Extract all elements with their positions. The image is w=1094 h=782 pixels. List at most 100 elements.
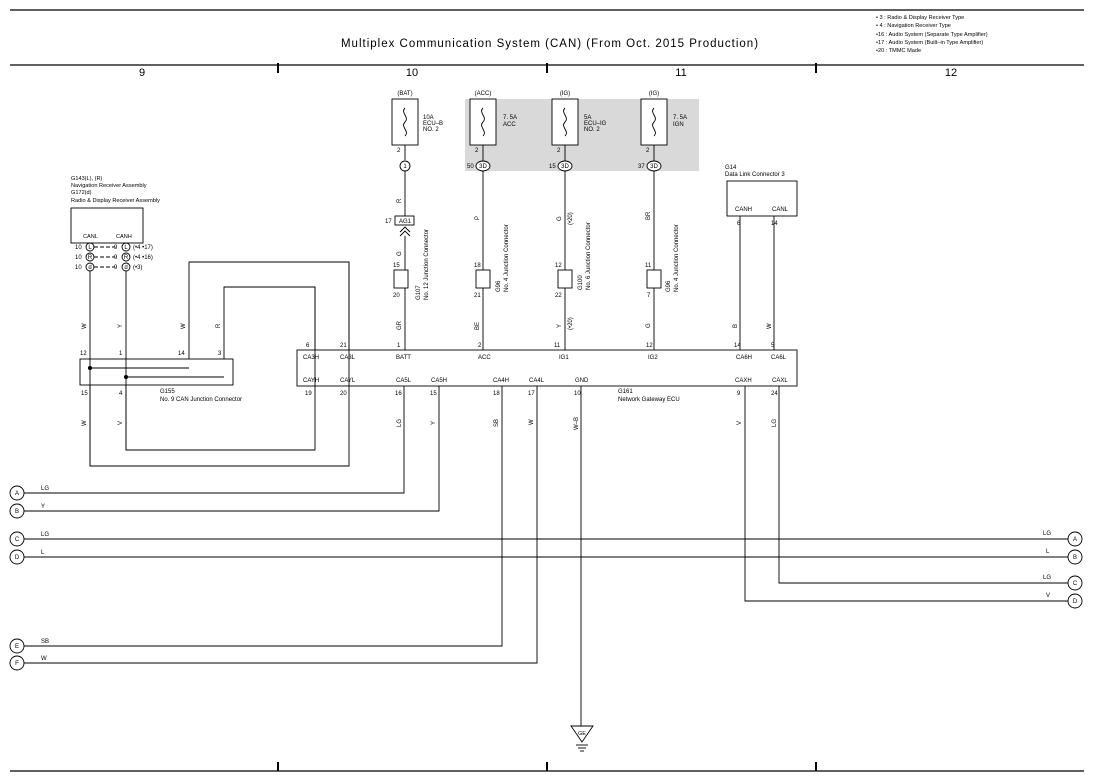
- svg-text:Y: Y: [431, 421, 437, 425]
- wire-labels-lower: W V LG Y SB W W–B V LG: [82, 417, 778, 430]
- svg-text:LG: LG: [397, 419, 403, 427]
- svg-text:2: 2: [478, 343, 482, 349]
- svg-text:No. 9 CAN Junction Connector: No. 9 CAN Junction Connector: [160, 397, 242, 403]
- svg-text:CANH: CANH: [735, 207, 752, 213]
- svg-text:CA4L: CA4L: [529, 378, 545, 384]
- svg-text:No. 6 Junction Connector: No. 6 Junction Connector: [586, 222, 592, 290]
- receiver-pin-row: 10 L 9 L (•4 •17): [75, 242, 153, 252]
- svg-text:W: W: [181, 323, 187, 329]
- svg-text:37: 37: [638, 164, 645, 170]
- note-line: •16 : Audio System (Separate Type Amplif…: [876, 31, 988, 38]
- svg-text:CA3L: CA3L: [340, 355, 356, 361]
- svg-text:CA6H: CA6H: [736, 355, 752, 361]
- svg-text:14: 14: [178, 351, 185, 357]
- svg-text:L: L: [124, 245, 128, 251]
- svg-text:V: V: [118, 421, 124, 425]
- svg-text:CANL: CANL: [83, 234, 98, 240]
- svg-text:CANH: CANH: [116, 234, 132, 240]
- svg-text:22: 22: [555, 293, 562, 299]
- svg-text:10A: 10A: [423, 115, 434, 121]
- svg-text:IG2: IG2: [648, 355, 658, 361]
- svg-text:12: 12: [555, 263, 562, 269]
- receiver-pin-row: 10 R 9 R (•4 •16): [75, 252, 153, 262]
- junction-g96-b: 11 7 G96 No. 4 Junction Connector: [645, 224, 680, 299]
- connector-d-left: DL: [9, 549, 45, 565]
- svg-text:4: 4: [119, 391, 123, 397]
- svg-text:21: 21: [340, 343, 347, 349]
- svg-text:CA3H: CA3H: [303, 355, 319, 361]
- svg-text:W: W: [82, 323, 88, 329]
- svg-text:A: A: [15, 491, 19, 497]
- svg-text:(IG): (IG): [649, 91, 659, 97]
- svg-text:50: 50: [467, 164, 474, 170]
- svg-text:G172(d): G172(d): [71, 190, 92, 196]
- svg-text:7. 5A: 7. 5A: [503, 115, 517, 121]
- svg-text:14: 14: [734, 343, 741, 349]
- svg-text:SB: SB: [41, 639, 49, 645]
- svg-text:G107: G107: [416, 285, 422, 300]
- svg-text:21: 21: [474, 293, 481, 299]
- svg-text:G143(L), (R): G143(L), (R): [71, 176, 103, 182]
- svg-text:CAYH: CAYH: [303, 378, 319, 384]
- svg-text:No. 4 Junction Connector: No. 4 Junction Connector: [504, 224, 510, 292]
- svg-text:10: 10: [75, 245, 82, 251]
- svg-text:LG: LG: [1043, 531, 1051, 537]
- svg-text:G155: G155: [160, 389, 175, 395]
- svg-text:(•20): (•20): [568, 212, 574, 225]
- svg-text:R: R: [124, 255, 129, 261]
- svg-text:G: G: [397, 251, 403, 256]
- svg-text:3D: 3D: [561, 164, 569, 170]
- svg-text:3: 3: [218, 351, 222, 357]
- svg-text:G100: G100: [578, 275, 584, 290]
- svg-text:12: 12: [80, 351, 87, 357]
- svg-text:2: 2: [397, 148, 401, 154]
- svg-text:CAXL: CAXL: [772, 378, 788, 384]
- svg-text:AG1: AG1: [399, 219, 412, 225]
- grid-col-12: 12: [945, 67, 957, 79]
- svg-text:3D: 3D: [650, 164, 658, 170]
- svg-text:20: 20: [393, 293, 400, 299]
- svg-text:G: G: [557, 216, 563, 221]
- receiver-pin-row: 10 d 9 d (•3): [75, 262, 142, 272]
- svg-text:CANL: CANL: [772, 207, 789, 213]
- junction-g100: 12 22 G100 No. 6 Junction Connector: [555, 222, 592, 299]
- svg-text:Radio & Display Receiver Assem: Radio & Display Receiver Assembly: [71, 198, 160, 204]
- connector-f-left: FW: [9, 655, 47, 671]
- network-gateway-ecu: 6 21 1 2 11 12 14 5 CA3H CA3L BATT ACC I…: [296, 343, 798, 403]
- svg-text:B: B: [1073, 555, 1077, 561]
- svg-text:ECU–B: ECU–B: [423, 121, 443, 127]
- fuse-acc: (ACC) 7. 5A ACC 2 50 3D: [467, 91, 517, 172]
- svg-text:G14: G14: [725, 165, 737, 171]
- svg-text:CAXH: CAXH: [735, 378, 752, 384]
- svg-text:12: 12: [646, 343, 653, 349]
- svg-text:Navigation Receiver Assembly: Navigation Receiver Assembly: [71, 183, 147, 189]
- svg-text:D: D: [1073, 599, 1078, 605]
- svg-text:NO. 2: NO. 2: [423, 127, 439, 133]
- svg-text:Y: Y: [41, 504, 45, 510]
- svg-text:CAYL: CAYL: [340, 378, 356, 384]
- connector-a-right: ALG: [1043, 531, 1083, 547]
- svg-text:20: 20: [340, 391, 347, 397]
- svg-text:W: W: [41, 656, 47, 662]
- svg-text:NO. 2: NO. 2: [584, 127, 600, 133]
- svg-text:SB: SB: [494, 419, 500, 427]
- svg-text:Y: Y: [118, 324, 124, 328]
- data-link-connector: G14 Data Link Connector 3 CANH CANL 6 14: [725, 165, 798, 227]
- svg-text:GR: GR: [397, 320, 403, 330]
- svg-text:C: C: [1073, 581, 1078, 587]
- svg-text:R: R: [216, 323, 222, 328]
- note-line: • 4 : Navigation Receiver Type: [876, 23, 951, 30]
- svg-text:11: 11: [554, 343, 561, 349]
- svg-text:IG1: IG1: [559, 355, 569, 361]
- wires: [24, 171, 1068, 726]
- svg-text:ACC: ACC: [503, 122, 516, 128]
- ground-symbol: GE: [570, 725, 594, 752]
- diagram-title: Multiplex Communication System (CAN) (Fr…: [340, 38, 760, 50]
- grid-col-10: 10: [406, 67, 418, 79]
- svg-text:(•3): (•3): [133, 265, 142, 271]
- svg-text:5: 5: [771, 343, 775, 349]
- svg-text:LG: LG: [41, 532, 49, 538]
- svg-text:GND: GND: [575, 378, 589, 384]
- grid-col-9: 9: [139, 67, 145, 79]
